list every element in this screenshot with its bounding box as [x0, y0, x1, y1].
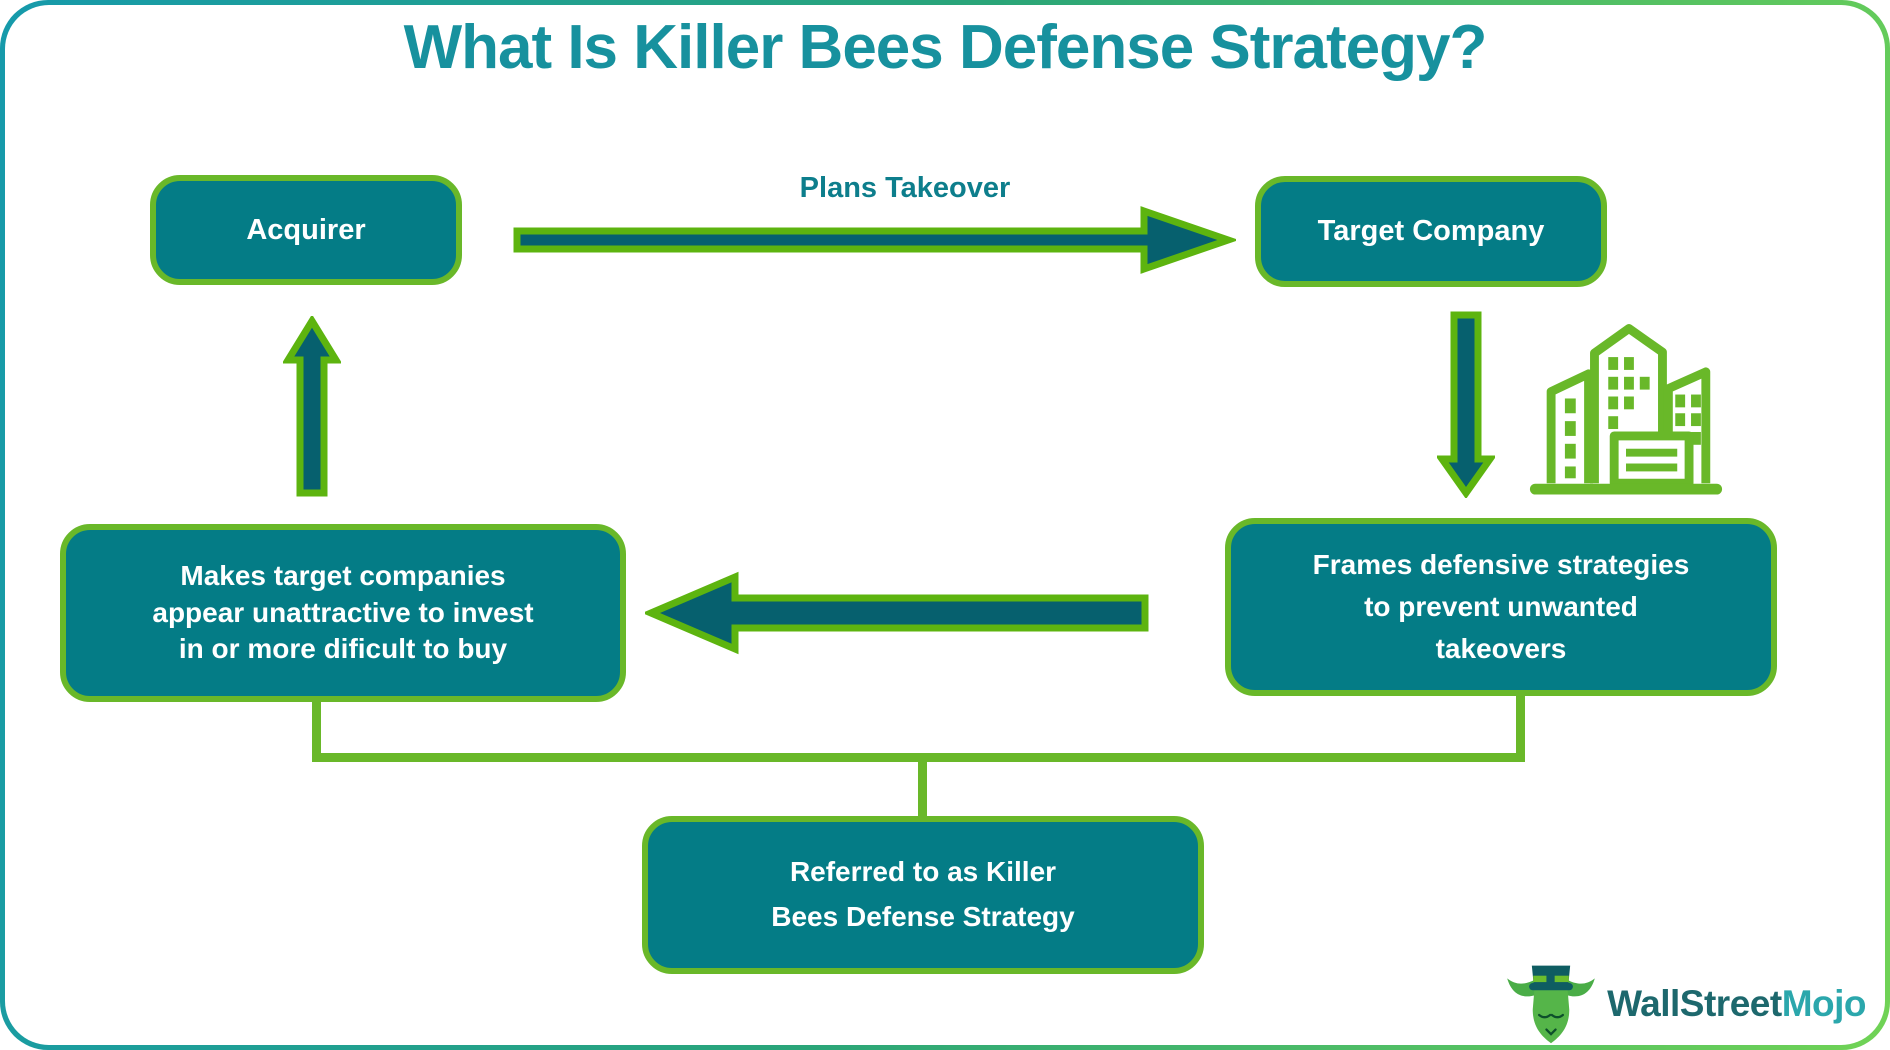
node-frames-defensive: Frames defensive strategies to prevent u…: [1225, 518, 1777, 696]
brand-logo-text: WallStreetMojo: [1607, 983, 1866, 1025]
node-referred: Referred to as Killer Bees Defense Strat…: [642, 816, 1204, 974]
page-title: What Is Killer Bees Defense Strategy?: [403, 13, 1488, 82]
connector-right-vertical: [1516, 692, 1525, 760]
building-icon: [1529, 324, 1723, 495]
node-makes-line-1: Makes target companies: [180, 559, 506, 591]
right-arrow-icon: [513, 206, 1236, 274]
up-arrow-icon: [283, 316, 341, 497]
down-arrow-icon: [1437, 311, 1495, 498]
brand-logo: WallStreetMojo: [1505, 962, 1867, 1046]
node-frames-line-3: takeovers: [1435, 633, 1567, 664]
node-makes-line-2: appear unattractive to invest: [152, 596, 534, 628]
bull-mascot-icon: [1507, 965, 1595, 1044]
node-makes-line-3: in or more dificult to buy: [178, 633, 508, 665]
node-target-company: Target Company: [1255, 176, 1607, 287]
plans-takeover-label: Plans Takeover: [799, 172, 1011, 204]
connector-center-vertical: [918, 753, 927, 819]
node-acquirer-label: Acquirer: [246, 213, 366, 246]
node-makes-target: Makes target companies appear unattracti…: [60, 524, 626, 702]
node-frames-line-1: Frames defensive strategies: [1312, 549, 1690, 580]
node-referred-line-1: Referred to as Killer: [789, 856, 1057, 888]
connector-left-vertical: [312, 698, 321, 760]
node-frames-line-2: to prevent unwanted: [1364, 591, 1638, 622]
brand-name-mojo: Mojo: [1781, 983, 1867, 1024]
node-acquirer: Acquirer: [150, 175, 462, 285]
node-referred-line-2: Bees Defense Strategy: [771, 901, 1075, 932]
left-arrow-icon: [645, 571, 1149, 655]
brand-name-wallstreet: WallStreet: [1607, 983, 1782, 1024]
node-target-company-label: Target Company: [1317, 215, 1545, 247]
